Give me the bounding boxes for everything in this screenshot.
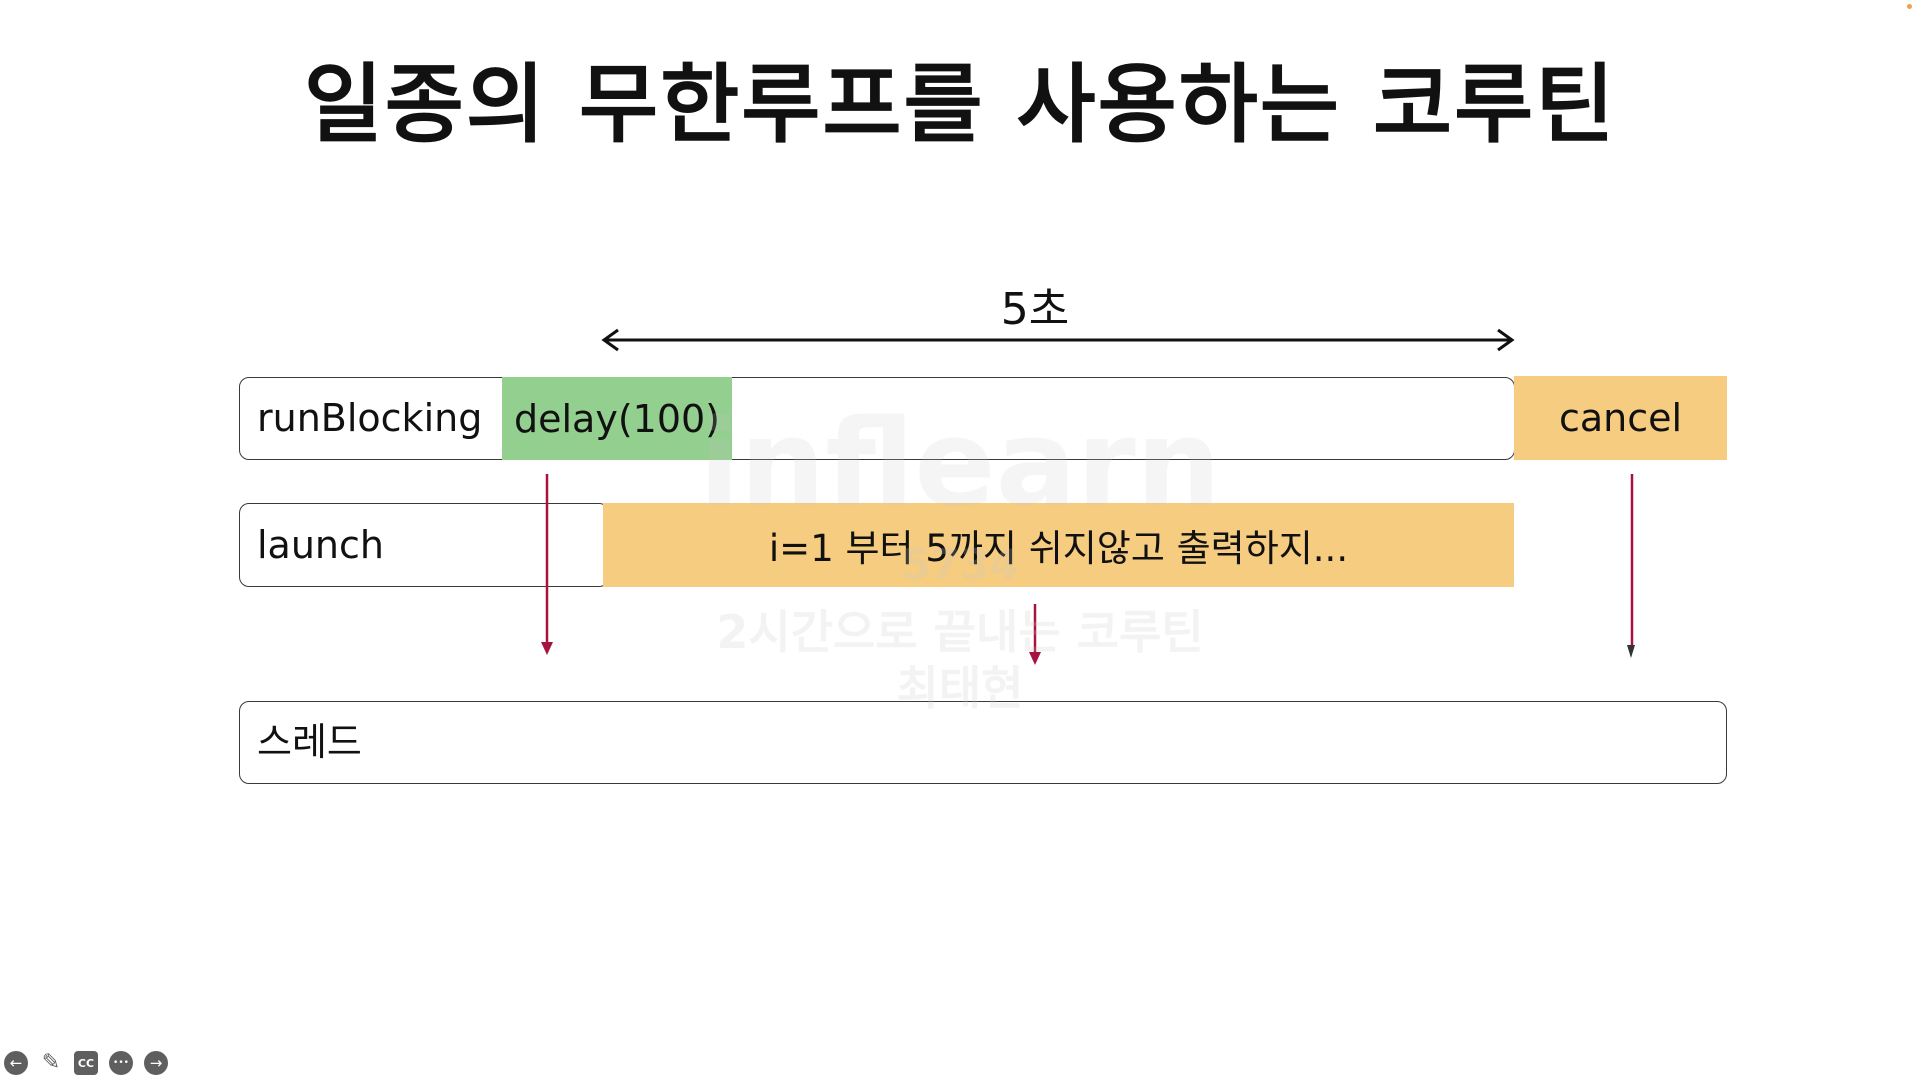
back-icon[interactable]: ← (4, 1051, 28, 1075)
thread-label: 스레드 (257, 720, 362, 764)
forward-icon[interactable]: → (144, 1051, 168, 1075)
more-icon[interactable]: ••• (109, 1051, 133, 1075)
cancel-drop-arrow (1627, 474, 1635, 658)
print-loop-block: i=1 부터 5까지 쉬지않고 출력하지... (603, 503, 1514, 587)
duration-arrow (601, 328, 1515, 352)
corner-indicator (1907, 4, 1912, 9)
runblocking-lane (239, 377, 1515, 460)
player-controls: ← ✎ CC ••• → (0, 1046, 168, 1080)
delay-drop-arrow (541, 474, 553, 655)
delay-block: delay(100) (502, 377, 732, 460)
pen-icon[interactable]: ✎ (41, 1050, 61, 1075)
duration-label: 5초 (1000, 284, 1070, 335)
cancel-block: cancel (1514, 376, 1727, 460)
runblocking-label: runBlocking (257, 396, 483, 440)
watermark-course: 2시간으로 끝내는 코루틴 (716, 605, 1204, 659)
cc-icon[interactable]: CC (74, 1051, 98, 1075)
thread-lane (239, 701, 1727, 784)
launch-label: launch (257, 523, 384, 567)
slide-title: 일종의 무한루프를 사용하는 코루틴 (303, 55, 1617, 155)
launch-drop-arrow (1029, 604, 1041, 665)
